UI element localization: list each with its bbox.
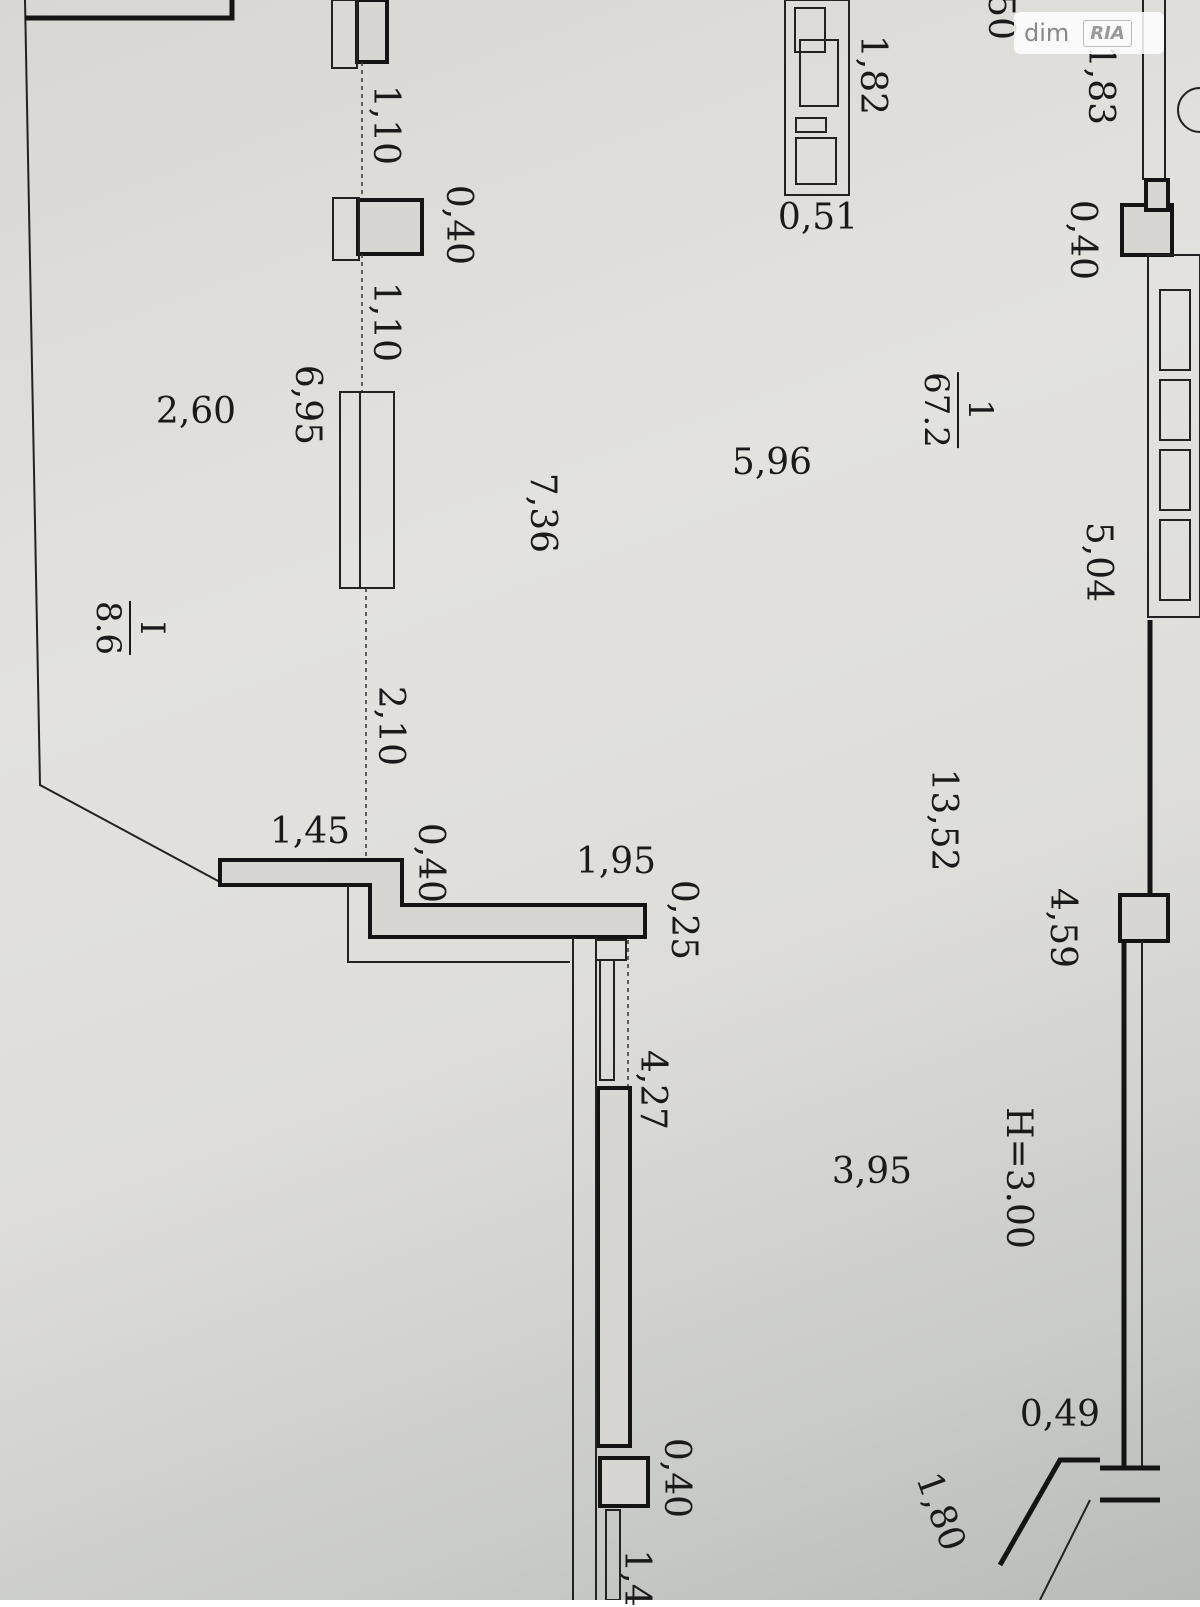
kitchen-cell-2	[799, 39, 839, 107]
watermark-ria-logo: RIA	[1083, 19, 1132, 47]
dim-0-40-bottom: 0,40	[656, 1437, 697, 1519]
door-leaf	[599, 959, 615, 1081]
dim-0-25: 0,25	[663, 879, 704, 961]
dim-6-95: 6,95	[287, 364, 328, 446]
dim-1-45: 1,45	[269, 811, 351, 852]
room-area: 8.6	[88, 600, 128, 656]
dim-0-49: 0,49	[1019, 1394, 1101, 1435]
bay-wall-inner	[1039, 1499, 1091, 1600]
room-number: I	[129, 600, 172, 656]
dim-1-83: 1,83	[1080, 44, 1121, 126]
kitchen-cell-4	[795, 137, 837, 185]
stepped-wall	[218, 858, 647, 939]
right-window-block	[1147, 254, 1200, 618]
dim-5-96: 5,96	[731, 442, 813, 483]
kitchen-cell-1	[794, 7, 826, 53]
right-window-cell-2	[1159, 379, 1191, 441]
glass-partition	[339, 391, 395, 589]
column-right-top-cap	[1144, 178, 1170, 212]
watermark-logo: dim RIA	[1014, 12, 1164, 54]
riser-circle	[1177, 87, 1200, 133]
door-frame-top	[595, 939, 627, 961]
dim-2-10: 2,10	[370, 685, 411, 767]
column-top-frame	[331, 0, 358, 69]
window-wall	[596, 1086, 632, 1448]
column-mid-frame	[332, 197, 360, 261]
room-area: 67.2	[916, 372, 956, 448]
dim-top-cut: 2,50	[980, 0, 1021, 41]
room-label-1: 1 67.2	[916, 372, 1000, 448]
dim-0-51: 0,51	[777, 197, 859, 238]
dim-1-95: 1,95	[575, 841, 657, 882]
stepped-wall-inner	[347, 885, 570, 963]
dim-2-60: 2,60	[155, 391, 237, 432]
bay-wall	[997, 1457, 1100, 1567]
room-label-I: I 8.6	[88, 600, 172, 656]
right-window-cell-3	[1159, 449, 1191, 511]
ceiling-height: H=3.00	[998, 1107, 1039, 1249]
right-window-cell-1	[1159, 289, 1191, 371]
column-right-mid	[1118, 893, 1170, 943]
dim-3-95: 3,95	[831, 1151, 913, 1192]
wall-top-left	[25, 0, 235, 21]
dim-0-40-mid: 0,40	[438, 184, 479, 266]
door-leaf-bottom	[605, 1509, 621, 1600]
column-mid	[356, 198, 424, 256]
dim-0-40-step: 0,40	[410, 822, 451, 904]
dim-5-04: 5,04	[1078, 521, 1119, 603]
watermark-brand: dim	[1024, 19, 1070, 47]
dim-1-10-b: 1,10	[365, 281, 406, 363]
right-window-cell-4	[1159, 519, 1191, 601]
dim-1-82: 1,82	[852, 34, 893, 116]
outer-wall-left	[24, 0, 221, 883]
kitchen-cell-3	[795, 117, 827, 133]
column-right-top	[1120, 203, 1174, 257]
column-bottom	[598, 1456, 650, 1508]
dim-7-36: 7,36	[522, 472, 563, 554]
column-top	[355, 0, 389, 64]
room-number: 1	[957, 372, 1000, 448]
dim-0-40-top: 0,40	[1062, 199, 1103, 281]
dim-4-59: 4,59	[1042, 887, 1083, 969]
dim-1-4: 1,4	[616, 1549, 657, 1607]
dim-1-10-a: 1,10	[365, 84, 406, 166]
kitchen-unit	[784, 0, 850, 196]
dim-4-27: 4,27	[632, 1049, 673, 1131]
dim-13-52: 13,52	[923, 768, 964, 872]
